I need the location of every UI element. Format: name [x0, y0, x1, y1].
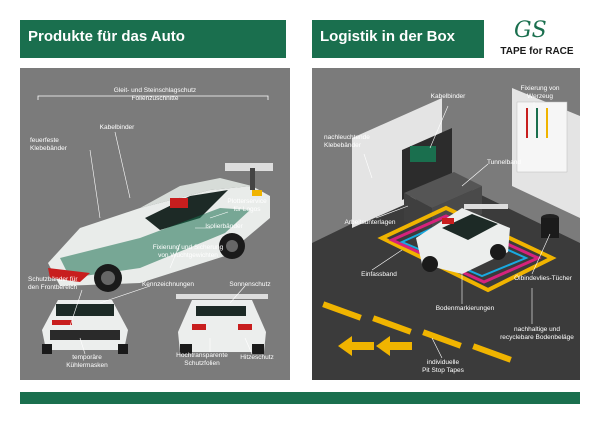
footer-bar: [20, 392, 580, 404]
main-race-car: [48, 163, 273, 292]
label-feuerfest: feuerfeste Klebebänder: [30, 137, 67, 152]
brand-logo: GS TAPE for RACE: [494, 20, 580, 62]
label-temporaere: temporäre Kühlermasken: [66, 354, 108, 369]
label-box-kabelbinder: Kabelbinder: [430, 93, 466, 100]
label-isolier: Isolierbänder: [205, 223, 243, 230]
label-bodenmarkierungen: Bodenmarkierungen: [435, 305, 495, 312]
floor-tape-outer: [377, 205, 557, 293]
label-oelbindevlies: Ölbindevlies-Tücher: [514, 275, 572, 282]
rear-view-car: [176, 294, 268, 354]
label-hochtransparente: Hochtransparente Schutzfolien: [176, 352, 228, 367]
label-nachleuchtende: nachleuchtende Klebebänder: [324, 134, 370, 149]
box-floor: [312, 178, 580, 380]
right-title: Logistik in der Box: [320, 28, 456, 45]
pitbox-race-car: [416, 204, 510, 274]
tool-board: [516, 101, 568, 173]
gs-logo-icon: GS: [514, 18, 547, 43]
car-products-panel: Gleit- und Steinschlagschutz Folienzusch…: [20, 68, 290, 380]
left-title: Produkte für das Auto: [28, 28, 185, 45]
right-title-banner: Logistik in der Box: [312, 20, 484, 58]
label-fixierung: Fixierung und Sicherung von Wuchtgewicht…: [152, 244, 224, 259]
label-nachhaltige: nachhaltige und recyclebare Bodenbeläge: [500, 326, 574, 341]
front-view-car: [42, 300, 128, 354]
label-arbeitsunterlagen: Arbeitsunterlagen: [344, 219, 396, 226]
logistics-box-panel: Kabelbinder Fixierung von Werzeug nachle…: [312, 68, 580, 380]
floor-arrow-icon: [338, 336, 374, 356]
car-illustration: [37, 95, 273, 355]
label-einfassband: Einfassband: [361, 271, 397, 278]
label-plotter: Plotterservice für Logos: [227, 198, 267, 213]
label-hitzeschutz: Hitzeschutz: [240, 354, 274, 361]
label-tunnelband: Tunnelband: [486, 159, 522, 166]
label-schutzbaender: Schutzbänder für den Frontbereich: [28, 276, 78, 291]
pitbox-illustration: [312, 88, 580, 380]
label-kabelbinder: Kabelbinder: [99, 124, 135, 131]
left-title-banner: Produkte für das Auto: [20, 20, 286, 58]
label-fixierung-werkzeug: Fixierung von Werzeug: [520, 85, 560, 100]
label-gleit: Gleit- und Steinschlagschutz Folienzusch…: [113, 87, 197, 102]
label-sonnenschutz: Sonnenschutz: [229, 281, 271, 288]
label-kennzeichnungen: Kennzeichnungen: [141, 281, 195, 288]
label-pitstop: individuelle Pit Stop Tapes: [422, 359, 464, 374]
logo-wordmark: TAPE for RACE: [500, 46, 574, 57]
